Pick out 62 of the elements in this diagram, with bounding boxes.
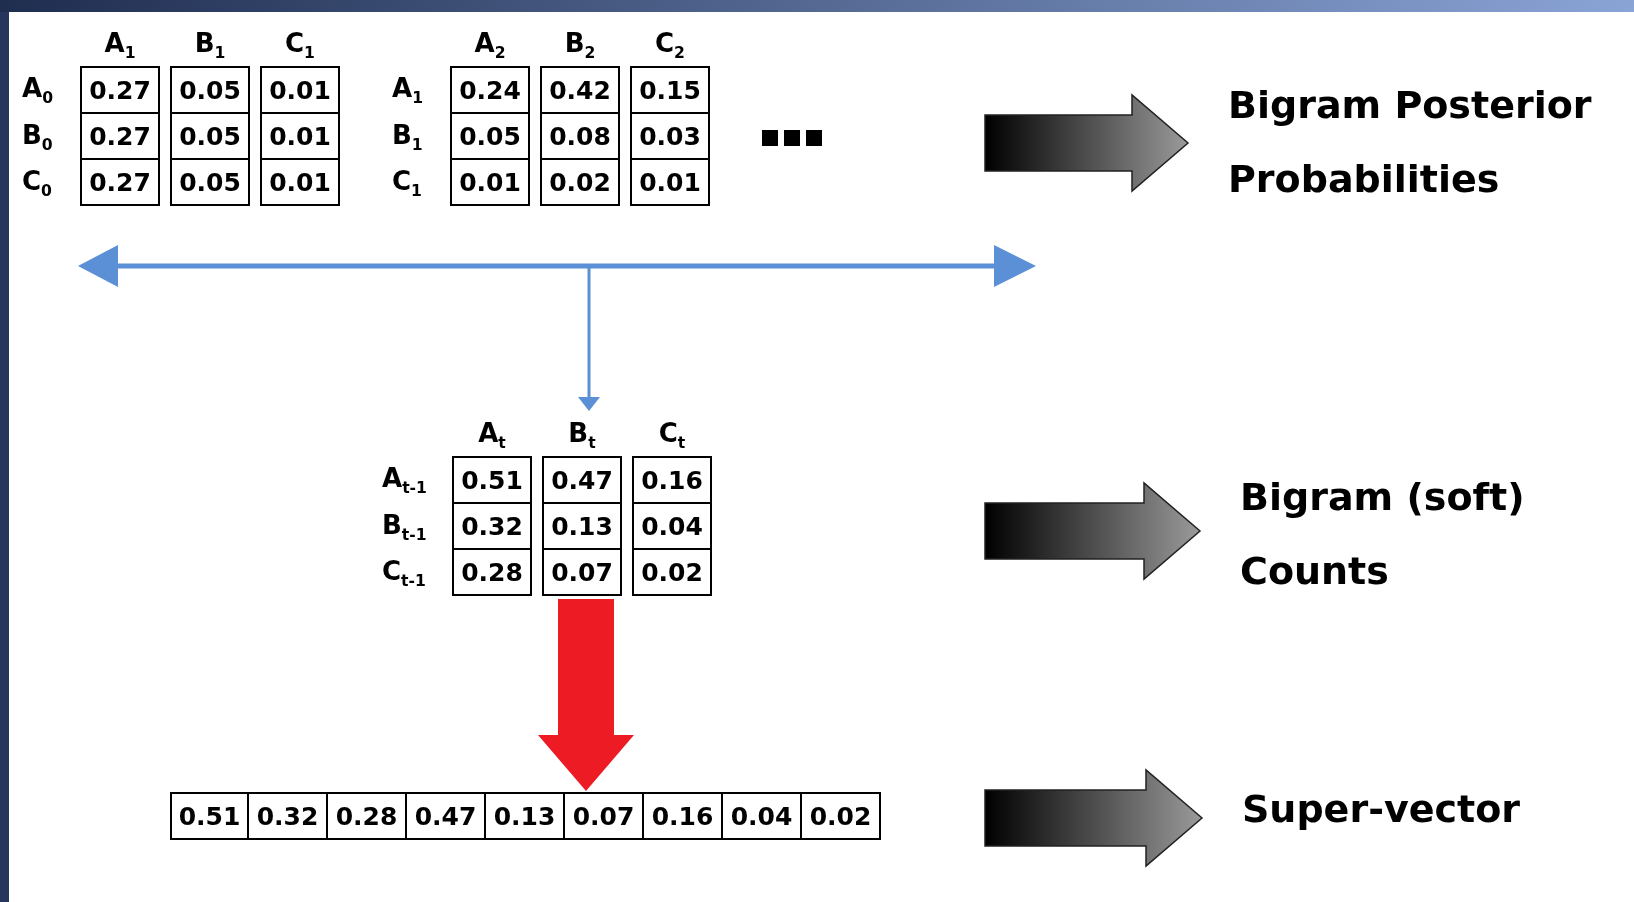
column-header: C$_{2}$ xyxy=(655,27,685,62)
table-cell: 0.07 xyxy=(542,550,622,596)
table-cell: 0.28 xyxy=(328,792,407,840)
table-cell: 0.07 xyxy=(565,792,644,840)
row-header: A$_{1}$ xyxy=(392,72,423,108)
column-header: A$_{1}$ xyxy=(104,27,136,62)
table-cell: 0.27 xyxy=(80,114,160,160)
table-cell: 0.01 xyxy=(630,160,710,206)
table-cell: 0.16 xyxy=(632,456,712,504)
label-text: Bigram (soft) Counts xyxy=(1240,475,1525,593)
table-cell: 0.13 xyxy=(486,792,565,840)
table-cell: 0.04 xyxy=(632,504,712,550)
table-cell: 0.32 xyxy=(452,504,532,550)
row-header: C$_{0}$ xyxy=(22,165,52,201)
table-cell: 0.05 xyxy=(170,114,250,160)
arrow xyxy=(984,93,1190,193)
table-cell: 0.51 xyxy=(452,456,532,504)
table-cell: 0.02 xyxy=(802,792,881,840)
column-header: C$_{t}$ xyxy=(658,417,686,452)
row-header: A$_{0}$ xyxy=(22,72,53,108)
row-header: B$_{t-1}$ xyxy=(382,509,427,545)
column-header: A$_{t}$ xyxy=(478,417,506,452)
column-header: A$_{2}$ xyxy=(474,27,506,62)
row-header: A$_{t-1}$ xyxy=(382,462,427,498)
arrow xyxy=(578,268,600,411)
arrow xyxy=(984,481,1202,581)
table-cell: 0.32 xyxy=(249,792,328,840)
table-cell: 0.13 xyxy=(542,504,622,550)
table-cell: 0.02 xyxy=(540,160,620,206)
arrow xyxy=(984,768,1204,868)
row-header: C$_{1}$ xyxy=(392,165,422,201)
table-cell: 0.24 xyxy=(450,66,530,114)
table-cell: 0.01 xyxy=(260,66,340,114)
table-cell: 0.42 xyxy=(540,66,620,114)
table-cell: 0.01 xyxy=(260,114,340,160)
column-header: B$_{t}$ xyxy=(568,417,596,452)
column-header: B$_{1}$ xyxy=(194,27,226,62)
table-cell: 0.27 xyxy=(80,160,160,206)
table-cell: 0.01 xyxy=(450,160,530,206)
label-text: Super-vector xyxy=(1242,787,1520,831)
table-cell: 0.05 xyxy=(170,160,250,206)
table-cell: 0.47 xyxy=(407,792,486,840)
table-cell: 0.15 xyxy=(630,66,710,114)
column-header: C$_{1}$ xyxy=(285,27,315,62)
column-header: B$_{2}$ xyxy=(564,27,596,62)
table-cell: 0.02 xyxy=(632,550,712,596)
table-cell: 0.04 xyxy=(723,792,802,840)
table-cell: 0.28 xyxy=(452,550,532,596)
table-cell: 0.51 xyxy=(170,792,249,840)
table-cell: 0.47 xyxy=(542,456,622,504)
table-cell: 0.05 xyxy=(450,114,530,160)
table-cell: 0.05 xyxy=(170,66,250,114)
table-cell: 0.27 xyxy=(80,66,160,114)
table-cell: 0.03 xyxy=(630,114,710,160)
table-cell: 0.08 xyxy=(540,114,620,160)
row-header: B$_{1}$ xyxy=(392,119,423,155)
label-text: Bigram Posterior Probabilities xyxy=(1228,83,1592,201)
table-cell: 0.16 xyxy=(644,792,723,840)
table-cell: 0.01 xyxy=(260,160,340,206)
row-header: C$_{t-1}$ xyxy=(382,555,426,591)
row-header: B$_{0}$ xyxy=(22,119,53,155)
arrow xyxy=(538,599,634,791)
